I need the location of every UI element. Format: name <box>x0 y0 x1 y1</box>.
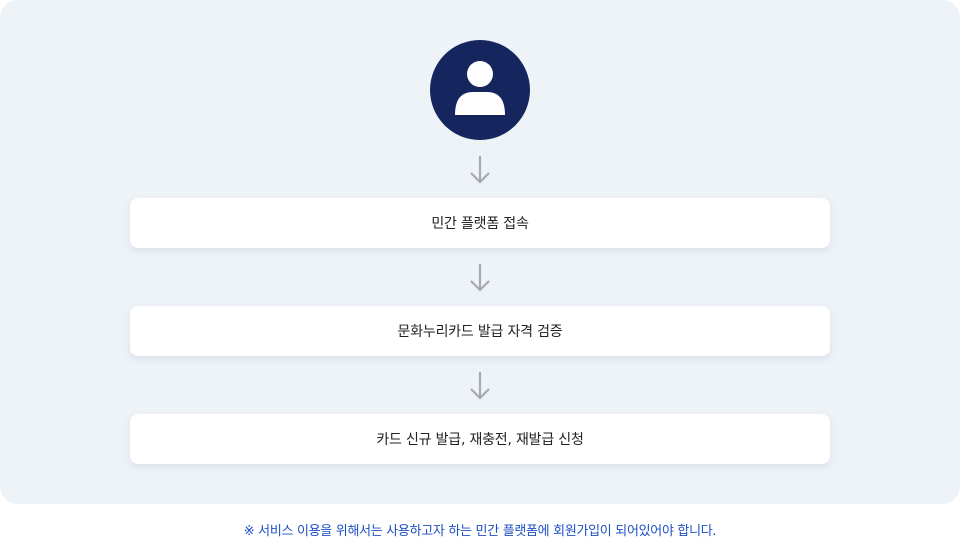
arrow-down-icon <box>470 156 490 184</box>
flow-panel: 민간 플랫폼 접속 문화누리카드 발급 자격 검증 카드 신규 발급, 재충전,… <box>0 0 960 504</box>
arrow-down-icon <box>470 264 490 292</box>
step-label: 카드 신규 발급, 재충전, 재발급 신청 <box>376 432 584 448</box>
user-avatar <box>430 40 530 140</box>
step-label: 문화누리카드 발급 자격 검증 <box>397 324 563 340</box>
step-eligibility-check: 문화누리카드 발급 자격 검증 <box>130 306 830 356</box>
user-icon <box>455 61 505 115</box>
step-label: 민간 플랫폼 접속 <box>431 216 529 232</box>
step-card-application: 카드 신규 발급, 재충전, 재발급 신청 <box>130 414 830 464</box>
arrow-down-icon <box>470 372 490 400</box>
footnote: ※ 서비스 이용을 위해서는 사용하고자 하는 민간 플랫폼에 회원가입이 되어… <box>243 524 717 539</box>
step-platform-access: 민간 플랫폼 접속 <box>130 198 830 248</box>
